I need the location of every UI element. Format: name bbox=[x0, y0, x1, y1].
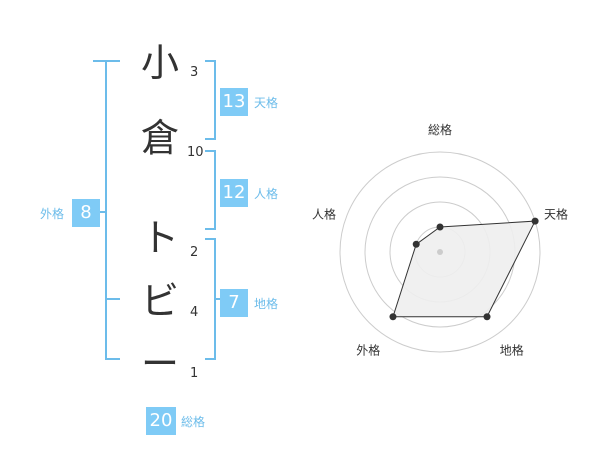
chikaku-bracket-vertical bbox=[214, 238, 216, 360]
radar-point-1 bbox=[436, 223, 444, 231]
tenkaku-bracket-vertical bbox=[214, 60, 216, 140]
tenkaku-label: 天格 bbox=[254, 96, 279, 110]
stroke-count-1: 3 bbox=[190, 65, 199, 80]
radar-axis-label-4: 外格 bbox=[356, 343, 380, 358]
tenkaku-bracket-top bbox=[205, 60, 216, 62]
radar-center-point bbox=[437, 249, 443, 255]
chikaku-bracket-bottom bbox=[205, 358, 216, 360]
name-char-3: ト bbox=[140, 216, 179, 260]
stroke-count-2: 10 bbox=[187, 145, 204, 160]
jinkaku-bracket-bottom bbox=[205, 228, 216, 230]
radar-point-2 bbox=[531, 217, 539, 225]
name-char-5: ー bbox=[140, 342, 179, 386]
jinkaku-value-badge: 12 bbox=[220, 179, 248, 207]
chikaku-bracket-connector bbox=[216, 298, 222, 300]
name-char-4: ビ bbox=[140, 279, 179, 323]
gaikaku-bracket-tick-mid bbox=[105, 298, 120, 300]
gaikaku-bracket-tick-top bbox=[93, 60, 105, 62]
chikaku-value-badge: 7 bbox=[220, 289, 248, 317]
soukaku-value-badge: 20 bbox=[146, 407, 176, 435]
radar-ring-4 bbox=[339, 151, 541, 353]
stroke-count-4: 4 bbox=[190, 305, 199, 320]
gaikaku-bracket-top bbox=[105, 60, 120, 62]
chikaku-label: 地格 bbox=[254, 297, 279, 311]
name-char-1: 小 bbox=[140, 41, 179, 85]
gaikaku-bracket-bottom bbox=[105, 358, 120, 360]
jinkaku-bracket-vertical bbox=[214, 150, 216, 230]
soukaku-label: 総格 bbox=[181, 415, 206, 429]
stroke-count-5: 1 bbox=[190, 366, 199, 381]
radar-point-4 bbox=[389, 313, 397, 321]
gaikaku-label: 外格 bbox=[40, 207, 65, 221]
name-char-2: 倉 bbox=[140, 116, 179, 160]
gaikaku-bracket-connector bbox=[99, 211, 105, 213]
radar-axis-label-3: 地格 bbox=[500, 343, 524, 358]
stroke-count-3: 2 bbox=[190, 245, 199, 260]
radar-point-3 bbox=[483, 313, 491, 321]
radar-axis-label-1: 総格 bbox=[428, 122, 452, 137]
radar-axis-label-5: 人格 bbox=[312, 206, 336, 221]
gaikaku-bracket-vertical bbox=[105, 60, 107, 360]
jinkaku-bracket-top bbox=[205, 150, 216, 152]
radar-point-5 bbox=[412, 240, 420, 248]
radar-area bbox=[392, 220, 536, 318]
tenkaku-bracket-bottom bbox=[205, 138, 216, 140]
tenkaku-value-badge: 13 bbox=[220, 88, 248, 116]
jinkaku-label: 人格 bbox=[254, 187, 279, 201]
radar-axis-label-2: 天格 bbox=[544, 206, 568, 221]
gaikaku-value-badge: 8 bbox=[72, 199, 100, 227]
chikaku-bracket-top bbox=[205, 238, 216, 240]
